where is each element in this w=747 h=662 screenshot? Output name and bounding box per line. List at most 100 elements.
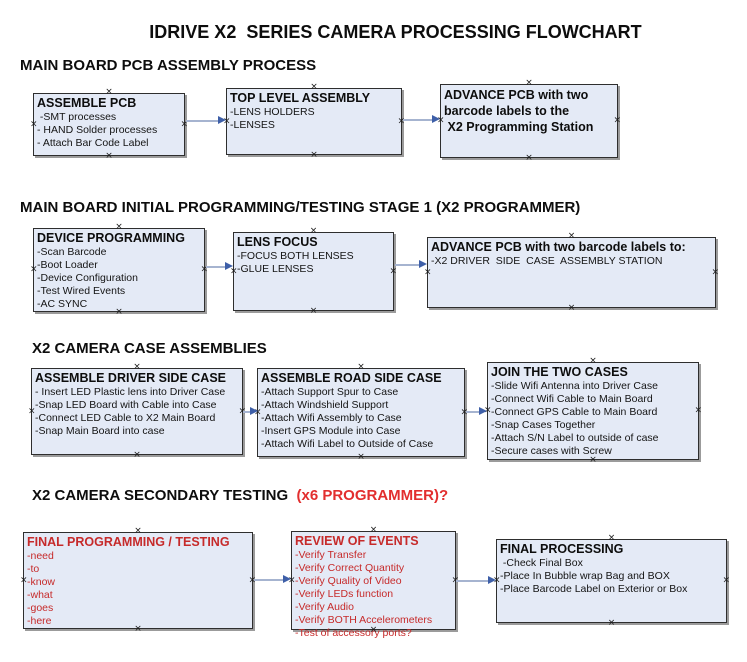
box-item: -X2 DRIVER SIDE CASE ASSEMBLY STATION [431,255,663,267]
flow-connector [466,407,487,416]
connector-line [186,120,220,122]
arrowhead-icon [432,115,440,123]
connector-line [466,411,481,413]
box-item: -GLUE LENSES [237,263,314,275]
box-item-list: -X2 DRIVER SIDE CASE ASSEMBLY STATION [431,255,712,268]
connector-line [456,580,490,582]
section-heading-secondary-testing: X2 CAMERA SECONDARY TESTING (x6 PROGRAMM… [32,487,448,504]
process-box-assemble-pcb: ASSEMBLE PCB -SMT processes- HAND Solder… [30,88,188,161]
section-heading-red-text: (x6 PROGRAMMER)? [296,487,449,504]
connection-point-icon: × [424,267,432,277]
arrowhead-icon [283,575,291,583]
connection-point-icon: × [567,303,576,313]
flow-connector [456,576,496,585]
box-item-list: -Scan Barcode-Boot Loader-Device Configu… [37,246,201,311]
box-title: ADVANCE PCB with two barcode labels to: [431,240,686,254]
box-item-list: -Attach Support Spur to Case-Attach Wind… [261,386,461,451]
box-item: -Test of accessory ports? [295,627,412,639]
box-item: -Verify Correct Quantity [295,562,405,574]
flow-connector [254,575,291,584]
process-box-final-programming-testing: FINAL PROGRAMMING / TESTING -need-to-kno… [20,527,256,634]
box-item: - HAND Solder processes [37,124,158,136]
box-item: -goes [27,602,54,614]
box-item: -Snap Main Board into case [35,425,165,437]
box-item: -Snap LED Board with Cable into Case [35,399,217,411]
connector-line [243,411,252,413]
box-title: REVIEW OF EVENTS [295,534,419,548]
box-item: -Scan Barcode [37,246,107,258]
box-title: DEVICE PROGRAMMING [37,231,185,245]
box-item: -FOCUS BOTH LENSES [237,250,354,262]
connection-point-icon: × [357,452,365,462]
box-item: -Place In Bubble wrap Bag and BOX [500,570,670,582]
box-item-list: -Verify Transfer-Verify Correct Quantity… [295,549,452,640]
box-title: JOIN THE TWO CASES [491,365,628,379]
connector-line [206,266,227,268]
connection-point-icon: × [694,405,702,416]
process-box-top-level-assembly: TOP LEVEL ASSEMBLY -LENS HOLDERS-LENSES … [223,83,405,160]
connection-point-icon: × [613,115,621,126]
section-heading-pcb-assembly: MAIN BOARD PCB ASSEMBLY PROCESS [20,57,316,74]
section-heading-initial-programming: MAIN BOARD INITIAL PROGRAMMING/TESTING S… [20,199,580,216]
box-item: -Test Wired Events [37,285,126,297]
process-box-advance-to-programming-station: ADVANCE PCB with two barcode labels to t… [437,79,621,163]
process-box-final-processing: FINAL PROCESSING -Check Final Box-Place … [493,534,730,628]
arrowhead-icon [218,116,226,124]
arrowhead-icon [250,407,258,415]
box-item: -Attach S/N Label to outside of case [491,432,659,444]
box-title: LENS FOCUS [237,235,318,249]
connection-point-icon: × [525,153,533,163]
connection-point-icon: × [722,575,730,586]
box-item: -Verify Transfer [295,549,367,561]
connection-point-icon: × [310,150,318,160]
box-item: -Connect LED Cable to X2 Main Board [35,412,216,424]
box-item-list: -LENS HOLDERS-LENSES [230,106,398,132]
process-box-assemble-driver-side-case: ASSEMBLE DRIVER SIDE CASE - Insert LED P… [28,363,246,460]
process-box-review-of-events: REVIEW OF EVENTS -Verify Transfer-Verify… [288,526,459,640]
flow-connector [206,262,233,271]
section-heading-text: MAIN BOARD PCB ASSEMBLY PROCESS [20,57,317,74]
box-item: -here [27,615,52,627]
process-box-lens-focus: LENS FOCUS -FOCUS BOTH LENSES-GLUE LENSE… [230,227,397,316]
box-item: -Boot Loader [37,259,98,271]
process-box-advance-to-driver-side-station: ADVANCE PCB with two barcode labels to: … [424,232,719,313]
box-item: -Attach Support Spur to Case [261,386,399,398]
connector-line [395,264,421,266]
process-box-assemble-road-side-case: ASSEMBLE ROAD SIDE CASE -Attach Support … [254,363,468,462]
box-item-list: -SMT processes- HAND Solder processes- A… [37,111,181,150]
box-item-list: -Check Final Box-Place In Bubble wrap Ba… [500,557,723,596]
box-item: -Insert GPS Module into Case [261,425,401,437]
arrowhead-icon [488,576,496,584]
box-title: ASSEMBLE ROAD SIDE CASE [261,371,442,385]
box-item: -Slide Wifi Antenna into Driver Case [491,380,658,392]
box-item-list: -Slide Wifi Antenna into Driver Case-Con… [491,380,695,458]
box-item: -what [27,589,53,601]
box-title: TOP LEVEL ASSEMBLY [230,91,371,105]
box-item: -Verify LEDs function [295,588,394,600]
box-item: - Attach Bar Code Label [37,137,149,149]
box-item: -LENSES [230,119,275,131]
box-item: -Verify Audio [295,601,354,613]
box-title: FINAL PROGRAMMING / TESTING [27,535,230,549]
section-heading-text: MAIN BOARD INITIAL PROGRAMMING/TESTING S… [20,199,581,216]
box-item: -need [27,550,54,562]
arrowhead-icon [479,407,487,415]
box-item: -know [27,576,56,588]
arrowhead-icon [419,260,427,268]
box-item: - Insert LED Plastic lens into Driver Ca… [35,386,226,398]
connection-point-icon: × [711,267,719,277]
connection-point-icon: × [607,618,616,628]
process-box-device-programming: DEVICE PROGRAMMING -Scan Barcode-Boot Lo… [30,223,208,317]
box-item: -Place Barcode Label on Exterior or Box [500,583,688,595]
flow-connector [186,116,226,125]
section-heading-text: X2 CAMERA SECONDARY TESTING [32,487,297,504]
box-item: -Attach Wifi Label to Outside of Case [261,438,434,450]
box-item: -Snap Cases Together [491,419,596,431]
box-item: -Attach Windshield Support [261,399,389,411]
box-item-list: - Insert LED Plastic lens into Driver Ca… [35,386,239,438]
box-item: -Device Configuration [37,272,138,284]
box-item: -Check Final Box [500,557,583,569]
connection-point-icon: × [309,306,318,316]
box-item: -SMT processes [37,111,117,123]
box-item: -to [27,563,40,575]
